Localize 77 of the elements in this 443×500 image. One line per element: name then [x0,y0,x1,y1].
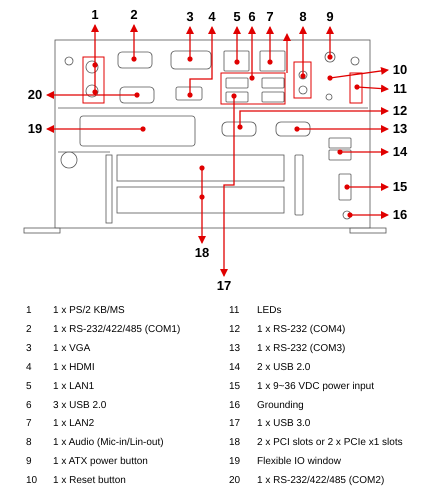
item-number: 9 [26,456,32,468]
leader-line [46,91,140,99]
leader-line [344,183,389,191]
callout-number: 9 [319,10,341,24]
item-number: 4 [26,362,32,374]
item-description: 1 x USB 3.0 [257,418,310,430]
item-description: 1 x LAN2 [53,418,94,430]
item-number: 7 [26,418,32,430]
leader-line [187,26,216,98]
callout-number: 12 [389,104,411,118]
item-description: 1 x RS-232 (COM4) [257,324,346,336]
item-description: Grounding [257,400,304,412]
leader-line [294,125,389,133]
leader-line [299,26,307,79]
item-description: 2 x PCI slots or 2 x PCIe x1 slots [257,437,403,450]
leader-line [327,67,389,81]
leader-line [186,26,194,62]
item-description: 1 x Audio (Mic-in/Lin-out) [53,437,164,450]
callout-number: 14 [389,145,411,159]
callout-number: 18 [191,246,213,260]
item-number: 15 [229,380,240,393]
item-number: 12 [229,324,240,336]
leader-line [347,211,389,219]
item-number: 16 [229,400,240,412]
leader-line [266,26,274,65]
item-number: 8 [26,437,32,450]
item-description: 1 x 9~36 VDC power input [257,380,374,393]
item-number: 19 [229,456,240,468]
leader-line [337,148,389,156]
item-description: 1 x VGA [53,342,90,355]
item-number: 10 [26,475,38,488]
item-number: 2 [26,324,32,336]
callout-number: 10 [389,63,411,77]
item-description: 3 x USB 2.0 [53,400,106,412]
callout-number: 1 [84,8,106,22]
item-description: 1 x PS/2 KB/MS [53,305,125,317]
leader-line [46,125,146,133]
callout-number: 19 [24,122,46,136]
item-number: 13 [229,342,240,355]
callout-number: 13 [389,122,411,136]
leader-line [91,24,99,95]
item-description: 1 x RS-232/422/485 (COM1) [53,324,180,336]
leader-line [233,26,241,65]
item-number: 11 [229,305,240,317]
callout-number: 3 [179,10,201,24]
callout-number: 11 [389,82,411,96]
callout-number: 8 [292,10,314,24]
leader-line [237,107,389,130]
item-number: 3 [26,342,32,355]
item-description: 1 x HDMI [53,362,95,374]
item-number: 17 [229,418,240,430]
item-description: 2 x USB 2.0 [257,362,310,374]
leader-line [248,26,256,81]
item-description: 1 x LAN1 [53,380,94,393]
callout-number: 20 [24,88,46,102]
callout-number: 2 [123,8,145,22]
leader-line [130,24,138,62]
item-number: 5 [26,380,32,393]
leader-line [326,26,334,60]
callout-number: 15 [389,180,411,194]
item-number: 6 [26,400,32,412]
item-number: 1 [26,305,32,317]
item-description: 1 x RS-232 (COM3) [257,342,346,355]
item-description: 1 x Reset button [53,475,126,488]
item-description: LEDs [257,305,282,317]
leader-line [198,165,206,244]
callout-number: 17 [213,279,235,293]
leader-line [220,93,237,277]
item-description: 1 x RS-232/422/485 (COM2) [257,475,384,488]
leader-line [354,84,389,93]
item-number: 14 [229,362,240,374]
item-number: 18 [229,437,240,450]
item-description: 1 x ATX power button [53,456,148,468]
callout-number: 4 [201,10,223,24]
callout-number: 16 [389,208,411,222]
item-number: 20 [229,475,240,488]
item-description: Flexible IO window [257,456,341,468]
